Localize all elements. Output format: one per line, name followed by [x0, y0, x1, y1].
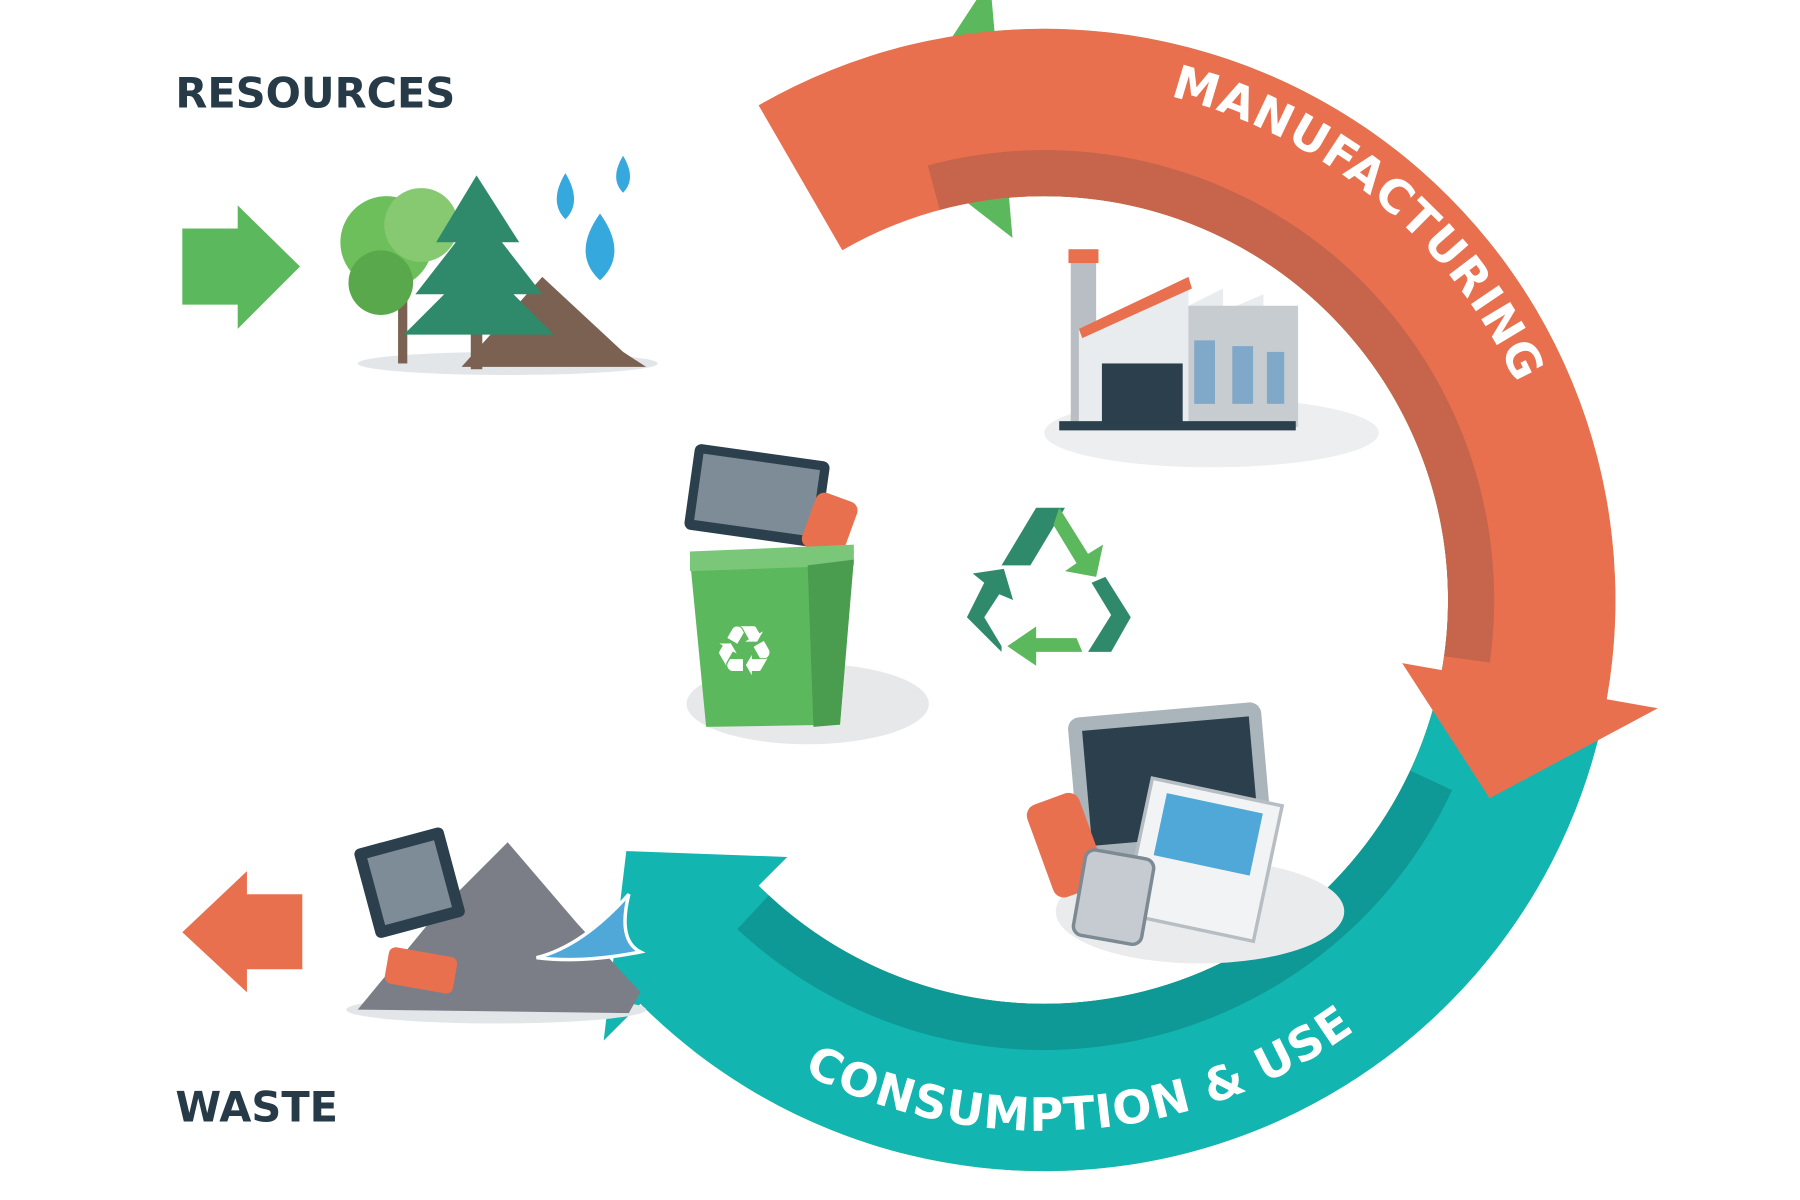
consumption-arrow-inner-band	[737, 770, 1453, 1051]
bin-recycle-icon: ♻	[713, 612, 775, 692]
recycling-label: RECYCLING	[540, 473, 594, 773]
recycling-bin-icon: ♻	[684, 444, 929, 745]
waste-pile-icon	[346, 827, 647, 1024]
cycle-ring	[603, 0, 1658, 1172]
waste-label: WASTE	[175, 1083, 338, 1132]
consumption-arrow	[603, 684, 1603, 1172]
resources-label: RESOURCES	[175, 68, 455, 117]
resources-illustration	[340, 155, 658, 375]
manufacturing-arrow	[758, 28, 1658, 799]
consumer-devices-icon	[1026, 702, 1345, 964]
manufacturing-arrow-inner-band	[927, 150, 1495, 663]
factory-icon	[1044, 249, 1379, 468]
recycle-symbol-icon	[966, 507, 1131, 666]
waste-output-arrow-icon	[182, 871, 303, 993]
resources-input-arrow-icon	[182, 205, 300, 329]
